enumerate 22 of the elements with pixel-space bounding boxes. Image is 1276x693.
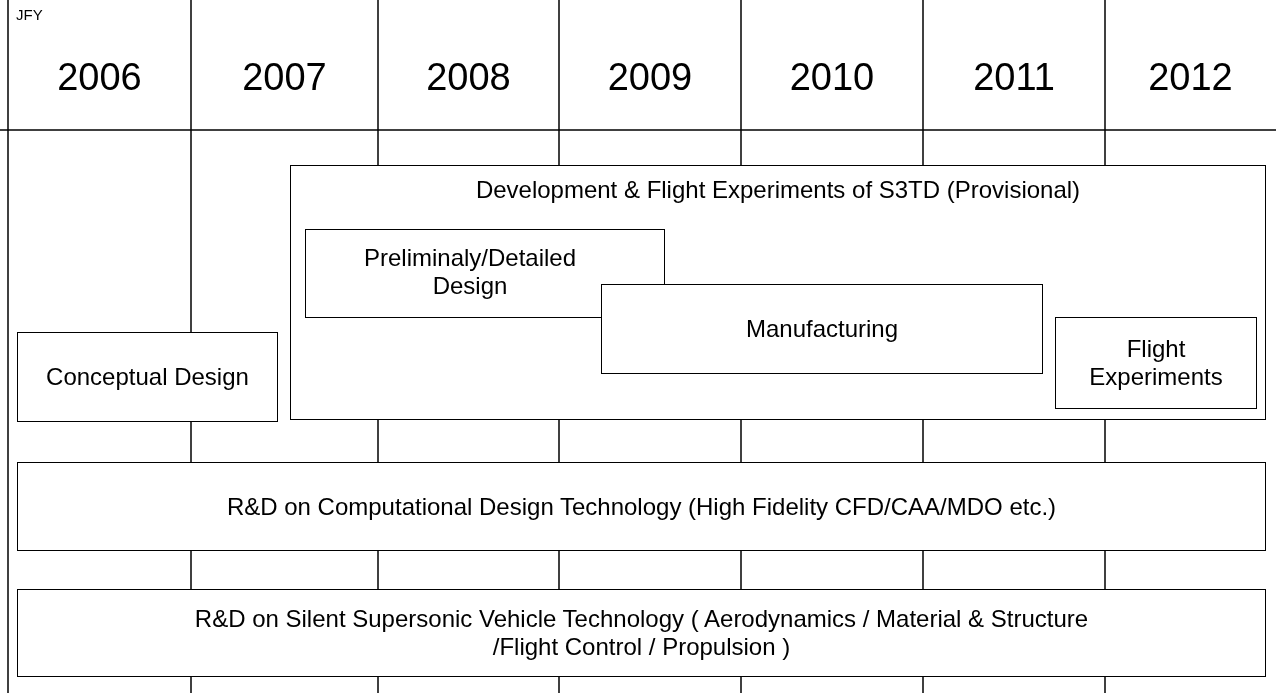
phase-box [601,284,1043,374]
phase-box [17,332,278,422]
phase-box [17,589,1266,677]
phase-box [17,462,1266,551]
year-label: 2006 [56,55,143,99]
box-label: Development & Flight Experiments of S3TD (Provisional) [474,176,1082,204]
year-label: 2010 [788,55,876,99]
phase-box [1055,317,1257,409]
box-label: Conceptual Design [45,363,250,391]
box-label: Manufacturing [744,315,900,343]
year-label: 2007 [241,55,328,99]
phase-box [290,165,1266,420]
year-label: 2008 [425,55,512,99]
year-label: 2009 [606,55,694,99]
year-label: 2011 [972,55,1056,99]
box-label: R&D on Silent Supersonic Vehicle Technology ( Aerodynamics / Material & Structure /Flight Control / Propulsion ) [193,605,1090,661]
unit-label: JFY [16,6,43,23]
phase-box [305,229,665,318]
box-label: Flight Experiments [1088,335,1224,391]
box-label: Preliminaly/Detailed Design [362,244,578,300]
box-label: R&D on Computational Design Technology (High Fidelity CFD/CAA/MDO etc.) [225,492,1058,521]
year-label: 2012 [1147,55,1234,99]
